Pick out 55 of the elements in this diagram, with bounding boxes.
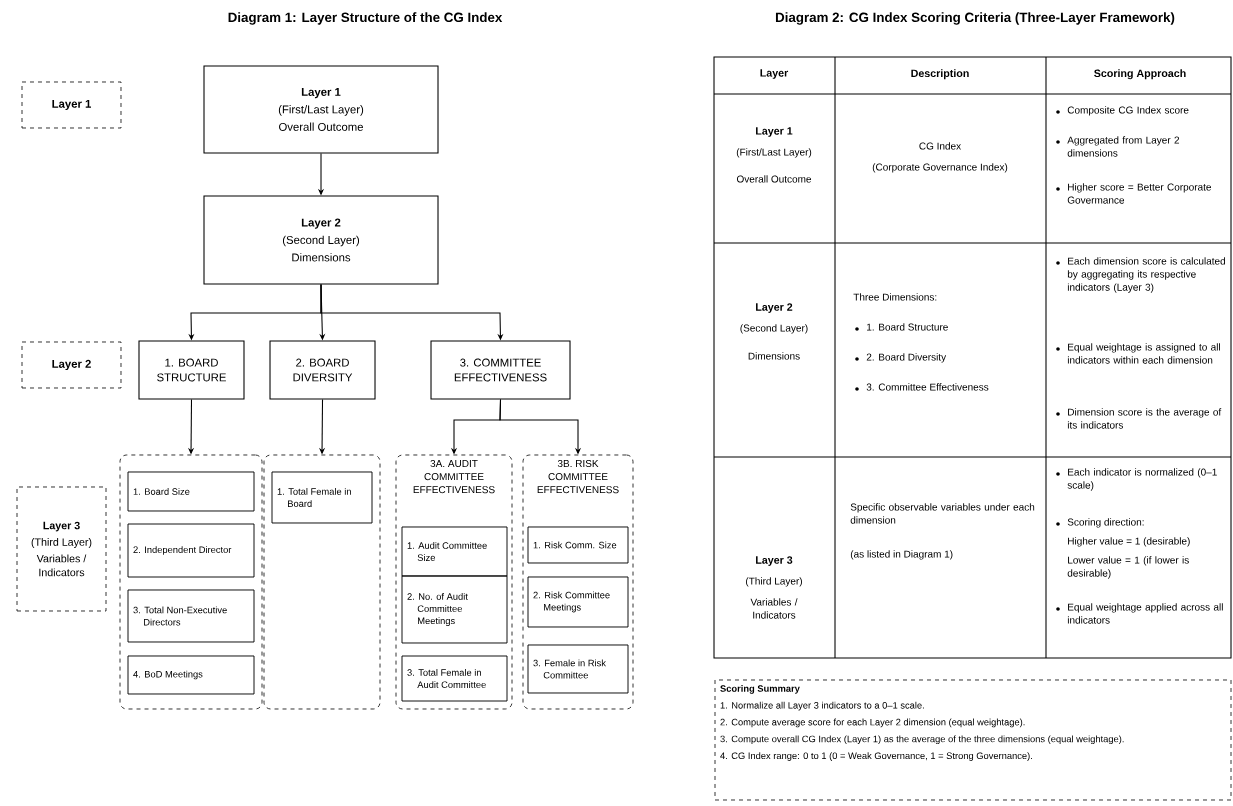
cell-text: CG Index	[919, 142, 961, 150]
indicator-box: 3. Female in Risk Committee	[527, 644, 629, 694]
cell-text: 3. Committee Effectiveness	[866, 383, 989, 391]
cell-text: Dimensions	[748, 352, 800, 360]
cell-text: 1. Board Structure	[867, 323, 948, 331]
cell-text: Dimension score is the average of its indicators	[1067, 408, 1222, 429]
cell-text: Each dimension score is calculated by aggregating its respective indicators (Layer 3)	[1067, 257, 1225, 293]
cell-text: 2. Board Diversity	[866, 353, 947, 363]
cell-text: Layer 3	[756, 556, 793, 566]
cell-text: (Third Layer)	[746, 577, 802, 587]
process-box: Layer 2 (Second Layer) Dimensions	[203, 195, 439, 285]
cell-text: Three Dimensions:	[853, 293, 937, 301]
indicator-box: 1. Total Female in Board	[271, 471, 373, 524]
process-box: 2. BOARD DIVERSITY	[269, 340, 376, 400]
process-box: 1. BOARD STRUCTURE	[138, 340, 245, 400]
indicator-box: 2. Independent Director	[127, 523, 255, 578]
cell-text: Equal weightage is assigned to all indicators within each dimension	[1067, 343, 1220, 364]
cell-text: Description	[911, 69, 969, 80]
title: Diagram 1: Layer Structure of the CG Index	[228, 12, 503, 25]
indicator-box: 4. BoD Meetings	[127, 655, 255, 695]
indicator-box: 1. Risk Comm. Size	[527, 526, 629, 564]
process-box: 3. COMMITTEE EFFECTIVENESS	[430, 340, 571, 400]
cell-text: Higher score = Better Corporate Govermance	[1067, 183, 1212, 204]
layer-tag: Layer 1	[21, 81, 122, 129]
cell-text: Composite CG Index score	[1067, 106, 1189, 116]
layer-tag: Layer 2	[21, 341, 122, 389]
indicator-box: 3. Total Non-Executive Directors	[127, 589, 255, 643]
heading: Diagram 2: CG Index Scoring Criteria (Three-Layer Framework)	[775, 12, 1175, 25]
cell-text: Layer 1	[756, 127, 793, 137]
group-box	[263, 454, 381, 710]
cell-text: Variables / Indicators	[750, 598, 798, 619]
indicator-box: 2. No. of Audit Committee Meetings	[401, 575, 508, 644]
group-box	[119, 454, 263, 710]
cell-text: Layer	[760, 69, 789, 79]
indicator-box: 3. Total Female in Audit Committee	[401, 655, 508, 702]
process-box: Layer 1 (First/Last Layer) Overall Outcome	[203, 65, 439, 154]
indicator-box: 2. Risk Committee Meetings	[527, 576, 629, 628]
cell-text: Aggregated from Layer 2 dimensions	[1067, 136, 1180, 157]
cell-text: Equal weightage applied across all indicators	[1067, 603, 1223, 624]
layer-tag: Layer 3 (Third Layer) Variables / Indicators	[16, 486, 107, 612]
cell-text: Each indicator is normalized (0–1 scale)	[1067, 468, 1217, 491]
cell-text: Higher value = 1 (desirable)	[1068, 537, 1190, 547]
cell-text: (Second Layer)	[740, 324, 808, 334]
indicator-box: 1. Audit Committee Size	[401, 526, 508, 577]
cell-text: Overall Outcome	[736, 175, 812, 183]
summary-box: Scoring Summary 1. Normalize all Layer 3 indicators to a 0–1 scale. 2. Compute average score for each Layer 2 dimension (equal weightage). 3. Compute overall CG Index (Layer 1) as the average of the three dimensions (equal weightage). 4. CG Index range: 0 to 1 (0 = Weak Governance, 1 = Strong Governance).	[714, 679, 1232, 801]
cell-text: Layer 2	[756, 303, 793, 313]
cell-text: Scoring Approach	[1094, 69, 1186, 80]
cell-text: Scoring direction:	[1067, 518, 1144, 528]
indicator-box: 1. Board Size	[127, 471, 255, 512]
cell-text: Specific observable variables under each dimension	[850, 503, 1035, 524]
cell-text: (Corporate Governance Index)	[872, 163, 1008, 173]
cell-text: Lower value = 1 (if lower is desirable)	[1067, 556, 1189, 579]
cell-text: (First/Last Layer)	[736, 148, 812, 158]
cell-text: (as listed in Diagram 1)	[850, 550, 953, 560]
